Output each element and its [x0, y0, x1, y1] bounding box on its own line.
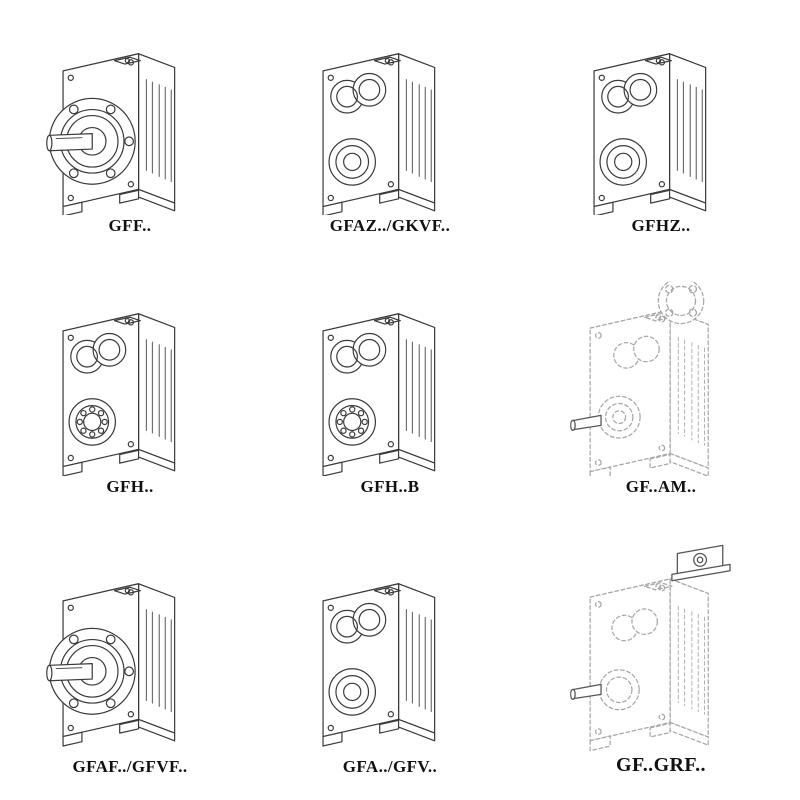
drawing-gfaz-gkvf [302, 22, 478, 215]
cell-gfh: GFH.. [40, 275, 220, 504]
model-label-gfa-gfv: GFA../GFV.. [342, 757, 438, 776]
model-label-gff: GFF.. [108, 216, 152, 235]
model-label-gf-am: GF..AM.. [625, 477, 697, 496]
cell-gff: GFF.. [40, 16, 220, 243]
drawing-gff [42, 22, 218, 215]
model-label-gfhz: GFHZ.. [631, 216, 691, 235]
gearbox-motor-flange-drawing [571, 281, 709, 476]
model-label-gfaz-gkvf: GFAZ../GKVF.. [329, 216, 451, 235]
cell-gfa-gfv: GFA../GFV.. [300, 536, 480, 784]
model-label-gfh: GFH.. [106, 477, 154, 496]
cell-gfaf-gfvf: GFAF../GFVF.. [40, 536, 220, 784]
model-label-gfh-b: GFH..B [360, 477, 420, 496]
cell-gfh-b: GFH..B [300, 275, 480, 504]
cell-gf-grf: GF..GRF.. [560, 536, 762, 784]
drawing-gfhz [562, 22, 760, 215]
drawing-gfh-b [302, 281, 478, 476]
cell-gfhz: GFHZ.. [560, 16, 762, 243]
drawing-gfa-gfv [302, 542, 478, 756]
gearbox-hollow-shaft-drawing [323, 53, 435, 215]
model-label-gfaf-gfvf: GFAF../GFVF.. [72, 757, 188, 776]
gearbox-flange-shaft-drawing [47, 584, 175, 746]
gearbox-bearing-drawing [63, 313, 175, 475]
drawing-gfh [42, 281, 218, 476]
gearbox-bearing-drawing [323, 313, 435, 475]
cell-gfaz-gkvf: GFAZ../GKVF.. [300, 16, 480, 243]
gearbox-hollow-shaft-drawing [594, 53, 706, 215]
gearbox-input-flange-drawing [571, 545, 730, 750]
drawing-gfaf-gfvf [42, 542, 218, 756]
model-label-gf-grf: GF..GRF.. [616, 754, 706, 776]
drawing-gf-am [562, 281, 760, 476]
drawing-gf-grf [562, 542, 760, 753]
gearbox-hollow-shaft-drawing [323, 584, 435, 746]
cell-gf-am: GF..AM.. [560, 275, 762, 504]
gearbox-flange-shaft-drawing [47, 53, 175, 215]
